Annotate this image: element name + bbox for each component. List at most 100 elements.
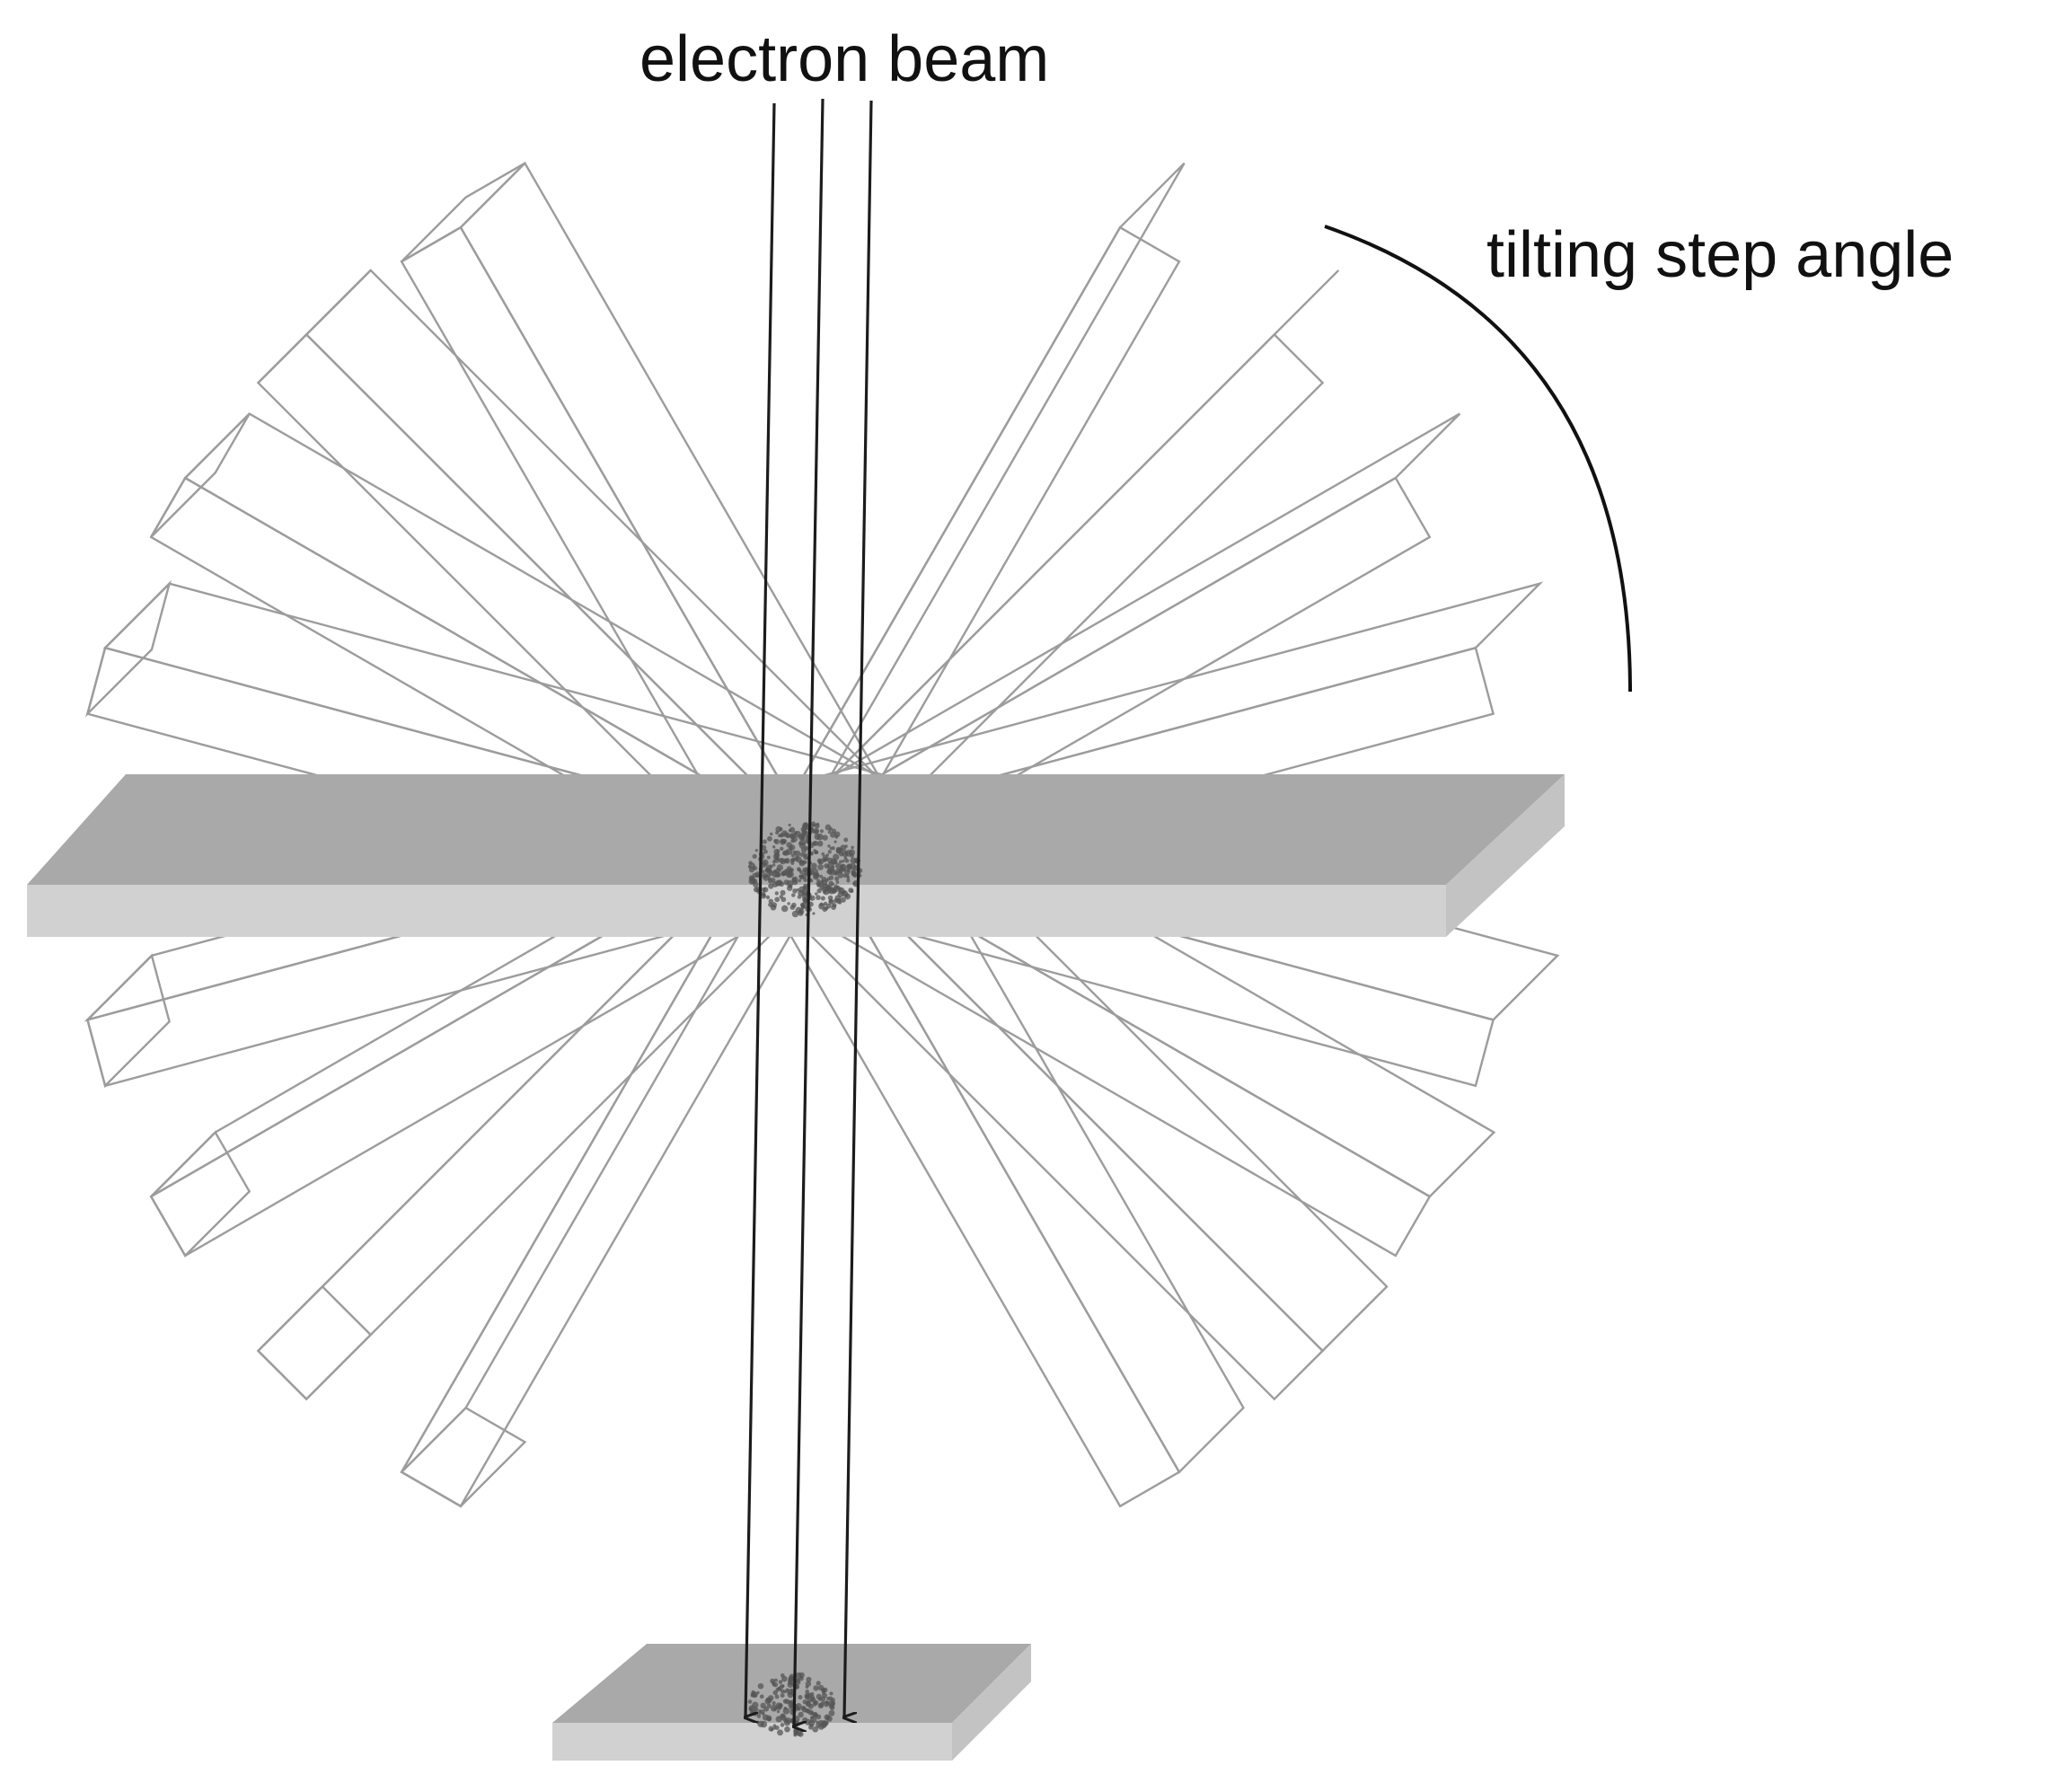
specimen-dot: [798, 1676, 804, 1682]
specimen-dot: [804, 1708, 809, 1713]
specimen-dot: [844, 893, 851, 900]
specimen-dot: [801, 829, 807, 834]
specimen-dot: [777, 873, 781, 878]
specimen-dot: [749, 876, 754, 881]
specimen-dot: [774, 891, 779, 896]
specimen-dot: [779, 838, 787, 845]
specimen-dot: [798, 1695, 803, 1700]
slab-outline-end-6: [257, 269, 372, 384]
specimen-dot: [790, 838, 796, 843]
beam-arrow-1: [794, 98, 825, 1726]
specimen-dot: [791, 877, 797, 882]
specimen-dot: [752, 1701, 759, 1708]
specimen-dot: [776, 1709, 781, 1714]
specimen-dot: [788, 823, 791, 827]
specimen-dot: [833, 898, 838, 904]
specimen-dot: [843, 856, 848, 861]
specimen-dot: [781, 870, 787, 877]
specimen-dot: [759, 1694, 764, 1699]
specimen-dot: [816, 1720, 819, 1725]
specimen-dot: [830, 1701, 835, 1706]
specimen-dot: [843, 837, 849, 843]
slab-outline-end-3: [86, 953, 171, 1089]
specimen-dot: [771, 1681, 775, 1685]
specimen-dot: [828, 898, 833, 904]
specimen-dot: [838, 868, 843, 872]
specimen-dot: [833, 840, 837, 843]
specimen-dot: [789, 869, 792, 873]
specimen-dot: [768, 1726, 774, 1732]
specimen-dot: [791, 893, 796, 897]
slab-outline-end-2: [149, 1130, 251, 1258]
specimen-dot: [772, 1690, 778, 1696]
specimen-dot: [812, 824, 816, 827]
specimen-dot: [792, 888, 798, 894]
specimen-dot: [853, 860, 857, 863]
slab-outline-end-1: [256, 1284, 373, 1401]
specimen-dot: [844, 850, 852, 857]
specimen-dot: [775, 857, 780, 861]
electron-beam-label: electron beam: [639, 23, 1050, 95]
specimen-dot: [824, 863, 829, 869]
specimen-dot: [826, 877, 831, 881]
specimen-dot: [754, 849, 759, 852]
specimen-dot: [835, 862, 842, 870]
specimen-dot: [791, 902, 797, 908]
specimen-dot: [784, 1717, 791, 1725]
specimen-dot: [787, 902, 790, 905]
specimen-dot: [835, 880, 840, 884]
slab-outline-end-7: [401, 162, 526, 263]
specimen-dot: [851, 845, 854, 850]
specimen-dot: [837, 872, 844, 878]
specimen-dot: [764, 1698, 772, 1705]
specimen-dot: [747, 865, 752, 869]
specimen-dot: [798, 860, 805, 865]
specimen-dot: [829, 1705, 835, 1710]
specimen-dot: [773, 1678, 778, 1682]
specimen-dot: [787, 870, 794, 878]
specimen-dot: [760, 1709, 765, 1715]
slab-top-face: [27, 774, 1565, 885]
specimen-dot: [837, 900, 842, 905]
specimen-dot: [829, 1691, 833, 1696]
specimen-dot: [849, 862, 857, 870]
slab-outline-end-0: [400, 1406, 527, 1508]
specimen-dot: [830, 831, 836, 838]
specimen-dot: [812, 1726, 819, 1733]
specimen-dot: [829, 846, 833, 851]
specimen-dot: [784, 869, 789, 874]
specimen-dot: [819, 902, 824, 907]
specimen-dot: [753, 887, 759, 893]
specimen-dot: [815, 892, 818, 896]
specimen-dot: [799, 903, 805, 907]
specimen-dot: [772, 863, 776, 867]
specimen-dot: [805, 1689, 810, 1694]
specimen-dot: [779, 846, 784, 852]
specimen-dot: [798, 878, 802, 883]
specimen-dot: [837, 891, 844, 898]
specimen-dot: [779, 833, 784, 838]
specimen-dot: [762, 839, 767, 844]
specimen-dot: [810, 862, 817, 870]
tilt-angle-arc: [1324, 225, 1632, 693]
specimen-dot: [784, 832, 791, 839]
specimen-dot: [818, 858, 825, 865]
specimen-dot: [816, 888, 822, 894]
specimen-dot: [818, 1703, 824, 1708]
specimen-dot: [815, 850, 819, 854]
specimen-dot: [768, 878, 772, 884]
specimen-dot: [844, 844, 848, 848]
detector-side-face: [952, 1644, 1031, 1761]
specimen-dot: [826, 884, 833, 891]
specimen-dot: [780, 1713, 786, 1718]
specimen-dot: [834, 870, 839, 875]
specimen-dot: [747, 1699, 753, 1704]
specimen-dot: [819, 874, 824, 878]
specimen-dot: [841, 864, 844, 868]
specimen-dot: [757, 1682, 764, 1690]
specimen-dot: [852, 881, 856, 886]
specimen-dot: [812, 1701, 817, 1707]
specimen-dot: [783, 858, 789, 863]
specimen-dot: [786, 879, 794, 887]
specimen-dot: [838, 860, 842, 864]
